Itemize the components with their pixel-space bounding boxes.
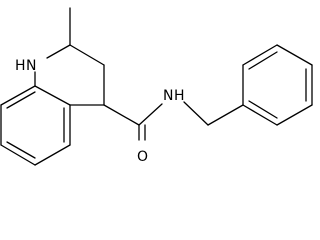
bond-lines [0,7,313,166]
amide-nitrogen-label: N [163,88,173,104]
ring-nitrogen-hydrogen-label: H [15,58,26,74]
ring-nitrogen-label: N [26,58,36,74]
carboxamide-group [103,103,163,141]
benzyl-group [183,101,244,126]
phenyl-ring [242,44,313,126]
saturated-ring [34,44,105,106]
carbonyl-oxygen-label: O [137,149,148,165]
benzo-ring [0,85,71,166]
chemical-structure: H N N H O [0,7,313,166]
amide-hydrogen-label: H [174,88,185,104]
